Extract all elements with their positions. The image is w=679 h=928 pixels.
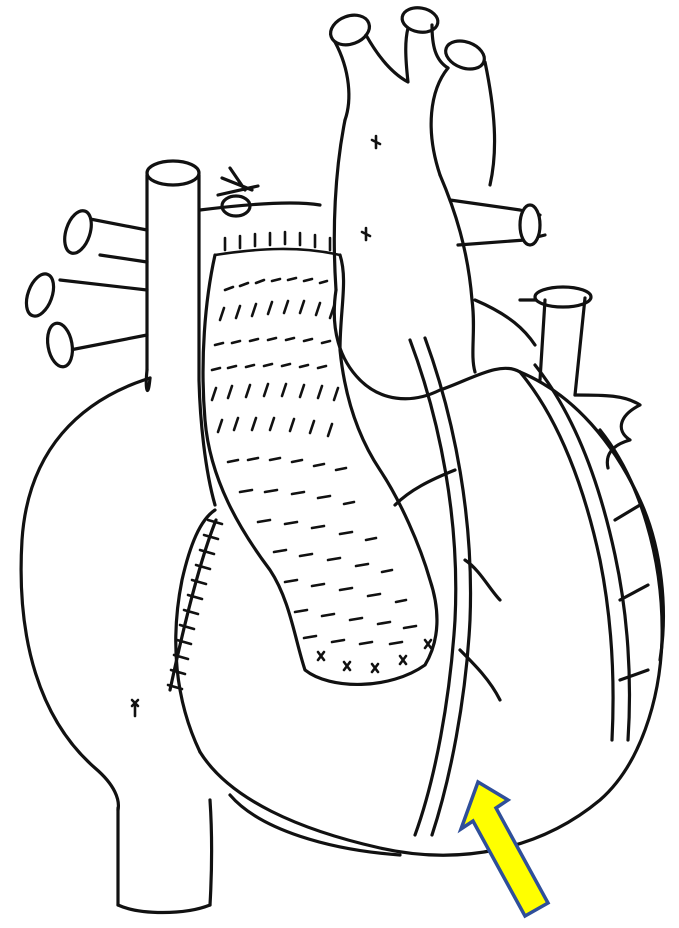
- vascular-graft: [203, 232, 437, 684]
- pulmonary-veins-left: [21, 207, 147, 368]
- arrow-up-left-icon: [461, 782, 548, 916]
- aorta: [326, 5, 520, 399]
- ligature-knot: [200, 168, 320, 216]
- inferior-vena-cava: [118, 800, 212, 913]
- heart-outline: [21, 372, 663, 855]
- pulmonary-artery-right: [450, 200, 640, 468]
